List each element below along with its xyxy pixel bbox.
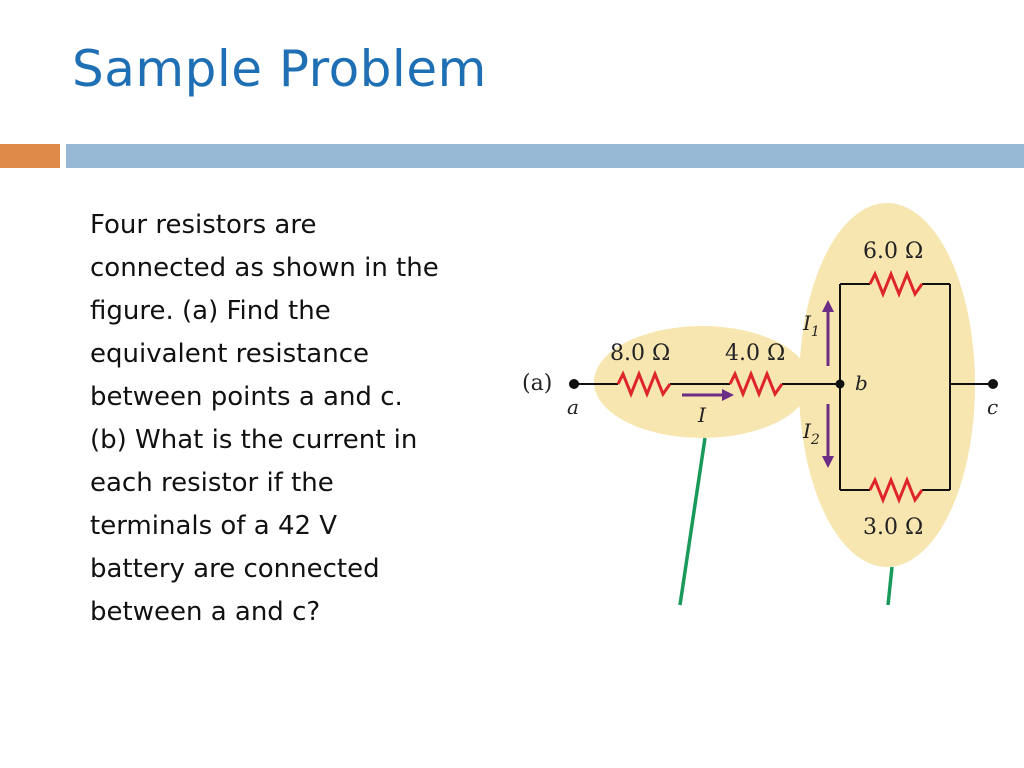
- node-a-label: a: [567, 395, 579, 419]
- pointer-line-parallel: [886, 566, 894, 606]
- node-b-label: b: [855, 371, 868, 395]
- circuit-wires: [574, 283, 993, 491]
- problem-line: between points a and c.: [90, 382, 403, 412]
- circuit-figure: (a) a b c 8.0 Ω 4.0 Ω 6.0 Ω 3.0 Ω I I1 I…: [510, 200, 1024, 610]
- problem-line: (b) What is the current in: [90, 425, 418, 455]
- node-c-label: c: [987, 395, 998, 419]
- circuit-diagram: (a) a b c 8.0 Ω 4.0 Ω 6.0 Ω 3.0 Ω I I1 I…: [522, 203, 998, 606]
- problem-text: Four resistors are connected as shown in…: [90, 204, 510, 634]
- current-main-label: I: [697, 403, 707, 427]
- current-arrow-i2: [822, 404, 834, 468]
- resistor-8-ohm: [616, 369, 672, 399]
- resistor-4-ohm: [728, 369, 784, 399]
- resistor-8-ohm-label: 8.0 Ω: [610, 341, 670, 366]
- part-label: (a): [522, 371, 552, 396]
- problem-line: terminals of a 42 V: [90, 511, 338, 541]
- node-a-dot: [569, 379, 579, 389]
- node-c-dot: [988, 379, 998, 389]
- problem-line: Four resistors are: [90, 210, 317, 240]
- resistor-6-ohm: [868, 269, 924, 299]
- resistor-3-ohm: [868, 475, 924, 505]
- accent-bar-blue: [66, 144, 1024, 168]
- slide-title: Sample Problem: [72, 40, 487, 98]
- problem-line: battery are connected: [90, 554, 380, 584]
- node-b-dot: [835, 379, 845, 389]
- current-arrow-i1: [822, 300, 834, 366]
- resistor-4-ohm-label: 4.0 Ω: [725, 341, 785, 366]
- resistor-6-ohm-label: 6.0 Ω: [863, 239, 923, 264]
- accent-bar-orange: [0, 144, 60, 168]
- parallel-highlight: [799, 203, 975, 567]
- problem-line: between a and c?: [90, 597, 321, 627]
- series-highlight: [594, 326, 810, 438]
- problem-line: figure. (a) Find the: [90, 296, 331, 326]
- resistor-3-ohm-label: 3.0 Ω: [863, 515, 923, 540]
- problem-line: connected as shown in the: [90, 253, 439, 283]
- problem-line: equivalent resistance: [90, 339, 370, 369]
- current-i2-label: I2: [802, 419, 820, 448]
- current-i1-label: I1: [802, 311, 820, 340]
- pointer-line-series: [678, 437, 707, 606]
- problem-line: each resistor if the: [90, 468, 334, 498]
- current-arrow-main: [682, 389, 734, 401]
